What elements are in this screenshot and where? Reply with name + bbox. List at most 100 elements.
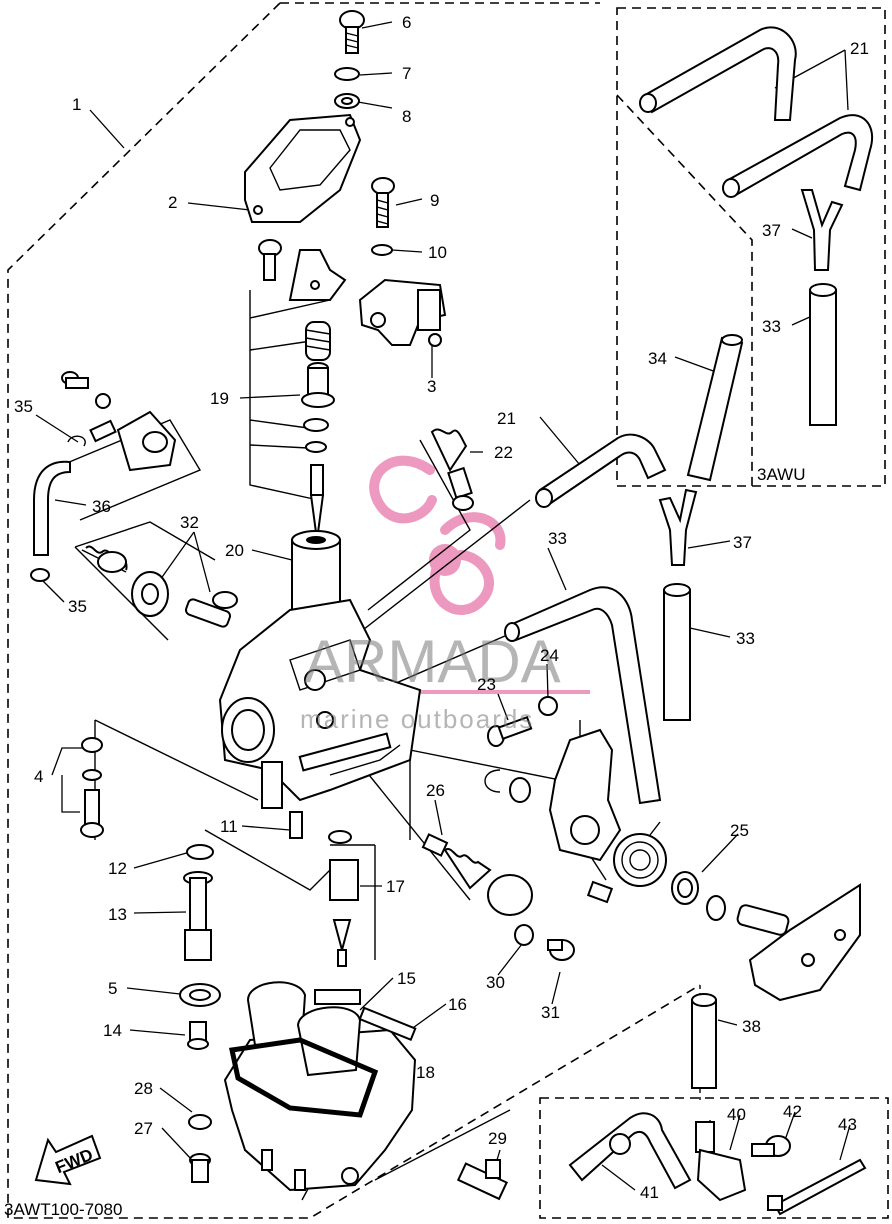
part-main-jet-14 [187, 1021, 209, 1050]
part-cable-tie-43 [767, 1158, 867, 1216]
callout-38: 38 [742, 1017, 761, 1036]
part-hose-34 [686, 334, 744, 482]
callout-13: 13 [108, 905, 127, 924]
part-choke-plunger-32 [131, 571, 169, 617]
part-y-joint-37b [658, 488, 698, 566]
part-throttle-shaft-lever [736, 883, 861, 1002]
watermark-brand: ARMADA [304, 628, 561, 695]
part-choke-spring [81, 545, 128, 573]
callout-4: 4 [34, 767, 43, 786]
part-pilot-jet-4 [80, 737, 104, 838]
part-hose-33a [504, 586, 662, 805]
callout-40: 40 [727, 1105, 746, 1124]
part-small-screw [61, 371, 89, 389]
part-needle-jet-13 [183, 871, 213, 961]
part-throttle-lever-3 [358, 278, 447, 347]
callout-21-center: 21 [497, 409, 516, 428]
drawing-code: 3AWT100-7080 [4, 1200, 122, 1219]
part-o-ring-17-top [328, 830, 352, 844]
callout-26: 26 [426, 781, 445, 800]
watermark [300, 455, 590, 694]
callout-16: 16 [448, 995, 467, 1014]
callout-31: 31 [541, 1003, 560, 1022]
callout-27: 27 [134, 1119, 153, 1138]
part-o-ring-12 [186, 844, 214, 860]
watermark-logo-icon [369, 455, 506, 615]
part-hose-41 [568, 1112, 692, 1190]
part-washer-24 [538, 696, 558, 716]
callout-33-center: 33 [548, 529, 567, 548]
callout-35-bottom: 35 [68, 597, 87, 616]
callout-30: 30 [486, 973, 505, 992]
part-hose-21b [639, 26, 873, 198]
part-screw-9 [371, 177, 395, 228]
part-spring [305, 321, 331, 361]
callout-7: 7 [402, 64, 411, 83]
callout-28: 28 [134, 1079, 153, 1098]
part-hose-33c [809, 283, 837, 426]
part-fitting-40 [695, 1121, 747, 1202]
callout-11: 11 [220, 817, 238, 836]
callout-21-box: 21 [850, 39, 869, 58]
watermark-tagline: marine outboards [300, 704, 534, 734]
part-jet-needle [309, 464, 325, 541]
part-screw-6 [339, 10, 365, 54]
part-screw-11 [289, 811, 303, 839]
callout-14: 14 [103, 1021, 122, 1040]
part-carburetor-body [218, 598, 422, 809]
part-clip-35b [30, 568, 50, 582]
part-starter-screw [184, 591, 238, 628]
callout-5: 5 [108, 979, 117, 998]
callout-25: 25 [730, 821, 749, 840]
callout-3: 3 [427, 377, 436, 396]
part-air-joint [89, 410, 177, 472]
callout-33-right: 33 [736, 629, 755, 648]
part-o-ring-28 [188, 1114, 212, 1130]
callout-36: 36 [92, 497, 111, 516]
part-needle-holder-19 [301, 362, 335, 408]
leader-lines [35, 21, 851, 1191]
part-hose-38 [691, 993, 717, 1089]
part-float-valve-17 [329, 859, 359, 967]
callout-23: 23 [477, 675, 496, 694]
callout-32: 32 [180, 513, 199, 532]
part-gasket-18 [228, 1037, 379, 1118]
part-c-clip [484, 769, 501, 793]
part-pilot-screw-26 [421, 833, 533, 916]
part-washer-8 [334, 93, 360, 109]
part-float-pin-16 [358, 1006, 417, 1041]
part-throttle-bracket [548, 728, 622, 904]
callout-2: 2 [168, 193, 177, 212]
callout-10: 10 [428, 243, 447, 262]
part-y-joint-37a [800, 189, 844, 271]
callout-1: 1 [72, 95, 81, 114]
part-collar-5 [179, 983, 221, 1007]
callout-41: 41 [640, 1183, 659, 1202]
part-screw-42 [751, 1135, 791, 1157]
callout-17: 17 [386, 877, 405, 896]
callout-15: 15 [397, 969, 416, 988]
part-screw-27 [189, 1153, 211, 1183]
fwd-label: FWD [53, 1145, 96, 1177]
callout-19: 19 [210, 389, 229, 408]
callout-29: 29 [488, 1129, 507, 1148]
callout-43: 43 [838, 1115, 857, 1134]
part-screw-31 [547, 939, 575, 961]
callout-22: 22 [494, 443, 513, 462]
part-hose-21a [535, 433, 667, 508]
callout-20: 20 [225, 541, 244, 560]
part-clip-small [95, 393, 111, 409]
part-drain-screw-29 [456, 1159, 508, 1201]
part-plate-screw [258, 239, 347, 301]
part-idle-screw-22 [430, 428, 474, 511]
part-washer-right [706, 895, 726, 921]
callout-37-box: 37 [762, 221, 781, 240]
callout-9: 9 [430, 191, 439, 210]
part-screw-23 [487, 715, 533, 747]
part-lock-washer-10 [371, 244, 393, 256]
callout-12: 12 [108, 859, 127, 878]
callout-33-box: 33 [762, 317, 781, 336]
